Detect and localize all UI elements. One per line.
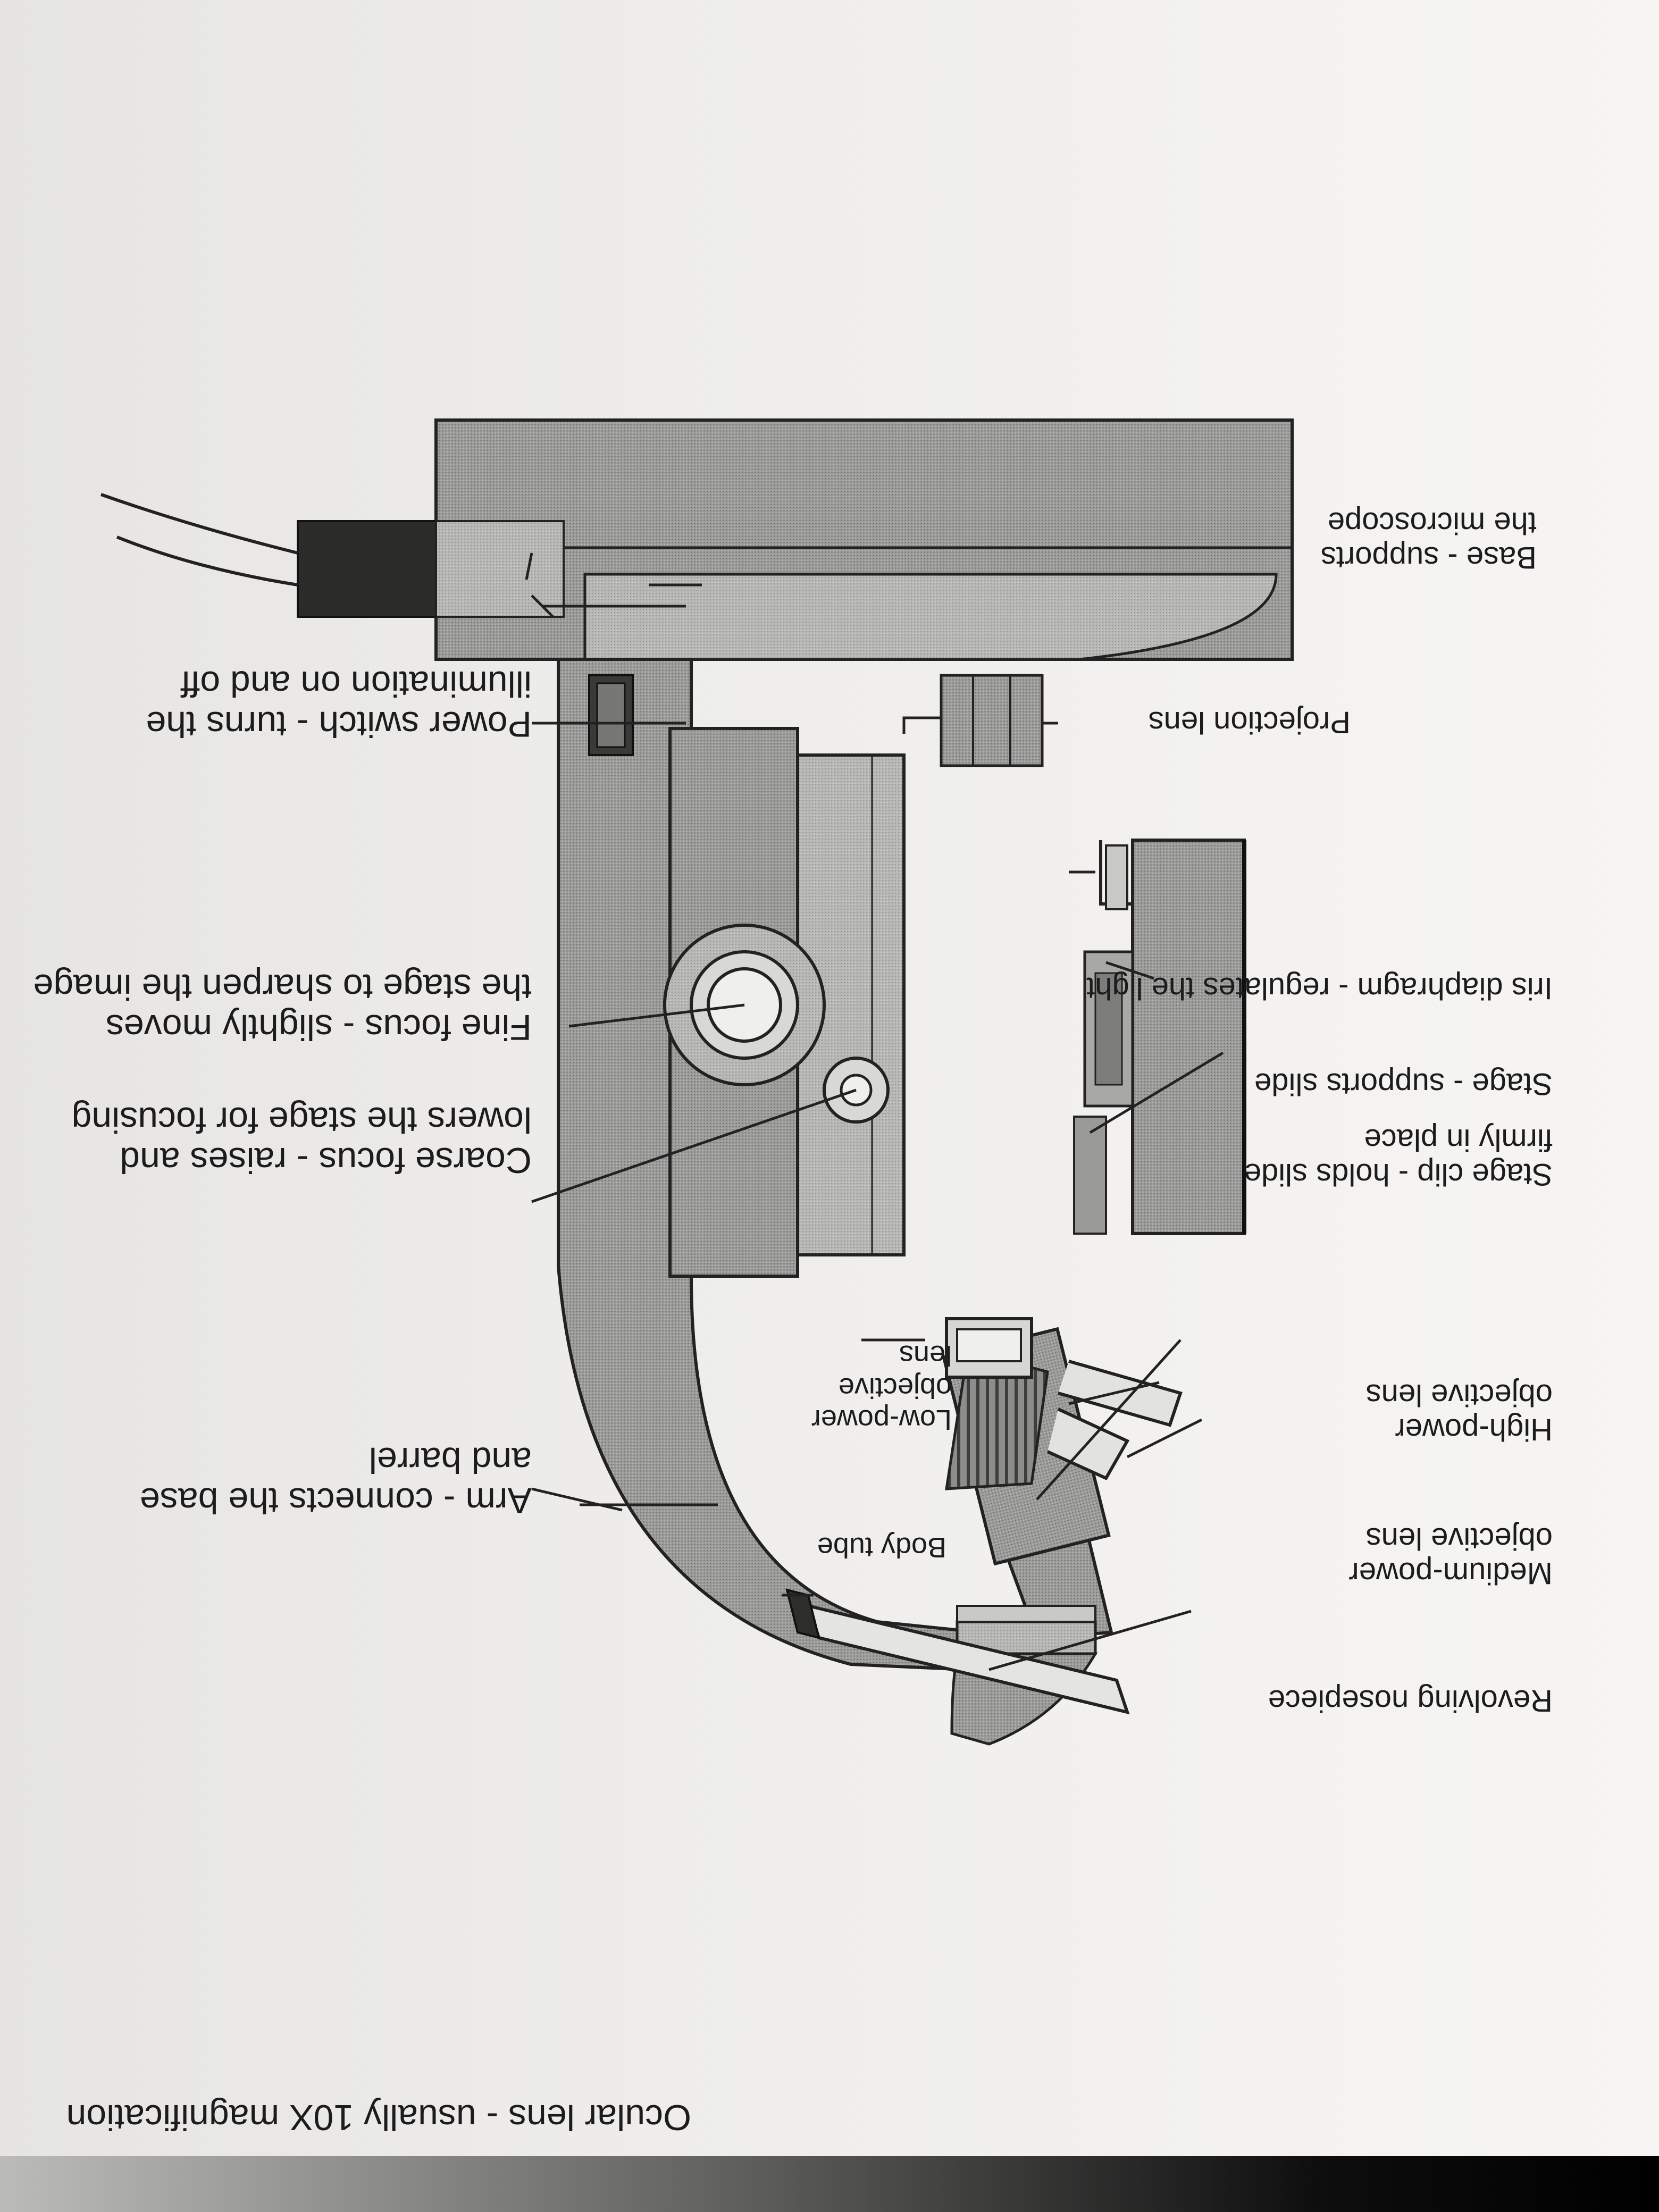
label-fine-focus: Fine focus - slightly moves the stage to… (33, 967, 532, 1048)
label-arm-line2: and barrel (368, 1439, 532, 1480)
label-base: Base - supports the microscope (1320, 505, 1537, 575)
stage-platform (1073, 839, 1246, 1235)
label-base-line2: the microscope (1327, 506, 1537, 541)
label-low-power-line3: lens (899, 1339, 952, 1372)
label-body-tube: Body tube (817, 1531, 946, 1563)
label-low-power: Low-power objective lens (811, 1339, 952, 1436)
label-fine-focus-line2: the stage to sharpen the image (33, 966, 532, 1007)
ocular-tube (785, 1588, 1130, 1715)
label-low-power-line1: Low-power (811, 1404, 952, 1436)
label-base-line1: Base - supports (1320, 540, 1537, 575)
label-ocular-text: Ocular lens - usually 10X magnification (66, 2097, 691, 2138)
label-power-switch: Power switch - turns the illumination on… (146, 664, 532, 744)
label-medium-power: Medium-power objective lens (1348, 1521, 1553, 1590)
label-medium-power-line1: Medium-power (1348, 1556, 1553, 1590)
label-stage-clip: Stage clip - holds slide firmly in place (1244, 1122, 1553, 1192)
leader-lines (525, 552, 1224, 1671)
label-stage-text: Stage - supports slide (1254, 1067, 1553, 1101)
label-high-power-line1: High-power (1395, 1412, 1553, 1447)
power-cord (100, 493, 565, 618)
label-stage-clip-line1: Stage clip - holds slide (1244, 1157, 1553, 1192)
label-iris-text: Iris diaphragm - regulates the light (1086, 971, 1553, 1006)
label-stage: Stage - supports slide (1254, 1066, 1553, 1101)
label-fine-focus-line1: Fine focus - slightly moves (105, 1007, 532, 1048)
label-ocular-lens: Ocular lens - usually 10X magnification (66, 2097, 691, 2138)
table-edge-shadow (0, 2156, 1659, 2212)
label-high-power-line2: objective lens (1365, 1378, 1553, 1413)
label-high-power: High-power objective lens (1365, 1377, 1553, 1447)
label-arm-line1: Arm - connects the base (139, 1480, 532, 1521)
label-body-tube-text: Body tube (817, 1531, 946, 1563)
label-iris-diaphragm: Iris diaphragm - regulates the light (1086, 970, 1553, 1006)
base (434, 418, 1294, 661)
label-revolving-nosepiece-text: Revolving nosepiece (1268, 1683, 1553, 1718)
label-power-switch-line1: Power switch - turns the (146, 704, 532, 744)
projection-lens (902, 674, 1044, 767)
power-switch (588, 674, 634, 756)
label-power-switch-line2: illumination on and off (180, 663, 532, 704)
label-projection-lens-text: Projection lens (1148, 705, 1351, 740)
label-arm: Arm - connects the base and barrel (140, 1440, 532, 1521)
label-coarse-focus-line1: Coarse focus - raises and (120, 1140, 532, 1180)
label-coarse-focus-line2: lowers the stage for focusing (71, 1099, 532, 1140)
label-projection-lens: Projection lens (1148, 705, 1351, 740)
label-coarse-focus: Coarse focus - raises and lowers the sta… (71, 1100, 532, 1180)
label-medium-power-line2: objective lens (1365, 1521, 1553, 1556)
label-revolving-nosepiece: Revolving nosepiece (1268, 1683, 1553, 1718)
stage-clip (1069, 840, 1133, 910)
label-low-power-line2: objective (838, 1371, 952, 1404)
label-stage-clip-line2: firmly in place (1364, 1122, 1553, 1158)
